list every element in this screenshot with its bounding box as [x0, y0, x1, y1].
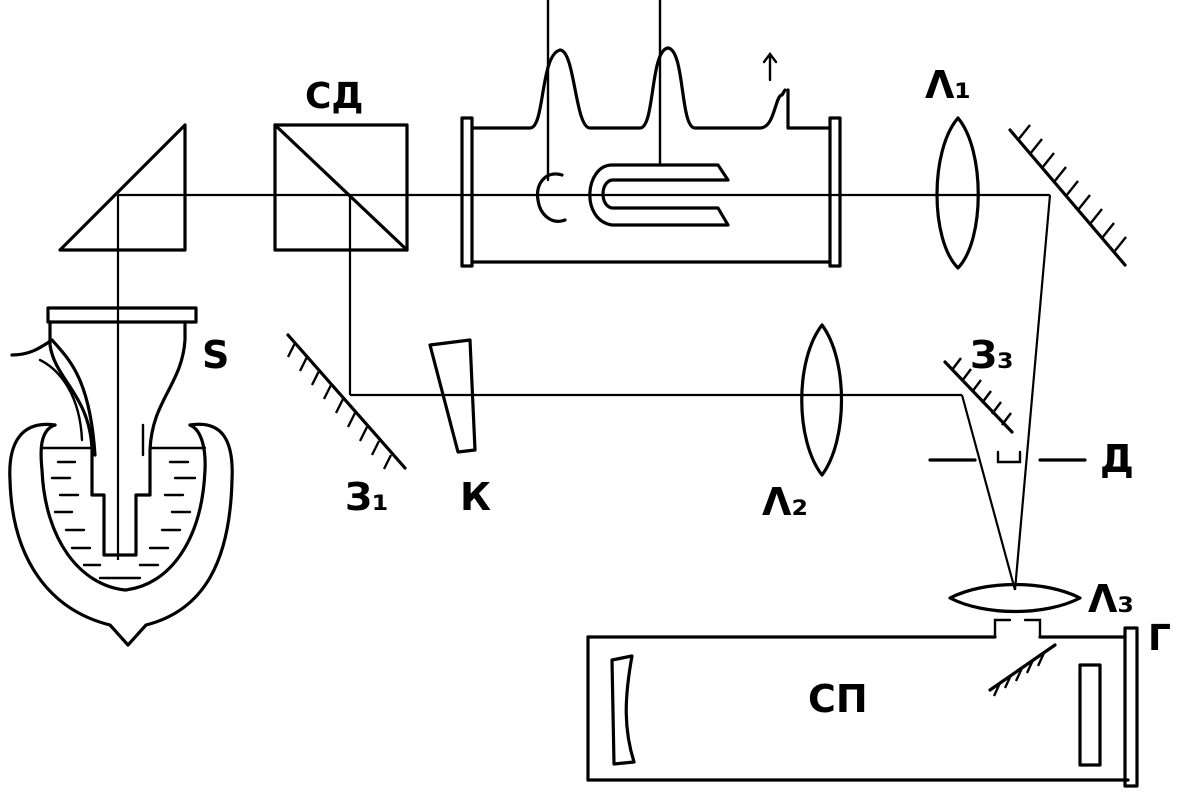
- label-mirror-3: З₃: [970, 333, 1014, 377]
- label-slit: Д: [1100, 437, 1134, 481]
- beam-mirror3-down: [960, 394, 1017, 591]
- label-plate: Г: [1148, 618, 1171, 659]
- label-spectrograph: СП: [808, 677, 868, 721]
- label-lens-3: Λ₃: [1088, 577, 1134, 621]
- beam-splitter-cube: [273, 123, 409, 252]
- optical-wedge: [428, 338, 477, 454]
- upper-right-mirror: [1008, 124, 1127, 267]
- mirror-3: [943, 357, 1014, 434]
- label-vessel: S: [202, 333, 229, 377]
- label-wedge: К: [460, 475, 491, 519]
- beam-upper-mirror-down: [1013, 194, 1052, 591]
- label-lens-2: Λ₂: [762, 480, 808, 524]
- diaphragm: [928, 450, 1087, 464]
- lens-3: [948, 582, 1082, 614]
- mirror-1: [286, 333, 407, 470]
- lens-2: [800, 323, 843, 477]
- discharge-cell: [460, 0, 842, 268]
- lens-1: [935, 116, 980, 270]
- label-mirror-1: З₁: [345, 475, 389, 519]
- turning-prism: [58, 123, 187, 252]
- dewar-vessel: [8, 306, 234, 647]
- label-beam-splitter: СД: [305, 76, 363, 117]
- label-lens-1: Λ₁: [925, 63, 971, 107]
- spectrograph: [586, 618, 1139, 788]
